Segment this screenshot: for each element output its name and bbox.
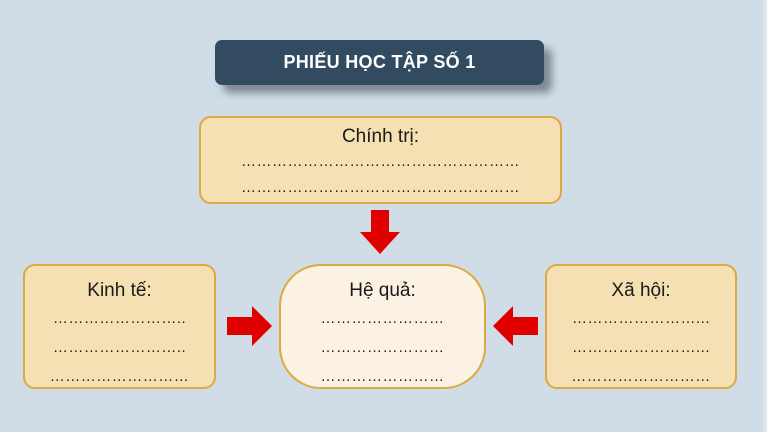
- arrow-left-icon: [493, 306, 538, 346]
- box-xa-hoi: Xã hội: ……………………... ……………………... ………………………: [545, 264, 737, 389]
- fill-line: ………………………………………………: [241, 153, 520, 170]
- box-label: Xã hội:: [611, 280, 671, 301]
- slide-edge: [763, 0, 767, 432]
- fill-line: ……………………: [320, 310, 445, 327]
- fill-line: ……………………: [320, 368, 445, 385]
- fill-line: ……………………..: [52, 339, 187, 356]
- fill-line: ……………………: [320, 339, 445, 356]
- arrow-down-icon: [360, 210, 400, 254]
- box-label: Kinh tế:: [87, 280, 152, 301]
- worksheet-title: PHIẾU HỌC TẬP SỐ 1: [215, 40, 544, 85]
- fill-line: ……………………...: [571, 310, 710, 327]
- fill-line: ………………………: [49, 368, 190, 385]
- box-kinh-te: Kinh tế: …………………….. …………………….. ………………………: [23, 264, 216, 389]
- box-label: Hệ quả:: [349, 280, 416, 301]
- arrow-right-icon: [227, 306, 272, 346]
- box-chinh-tri: Chính trị: ……………………………………………… ……………………………: [199, 116, 562, 204]
- box-he-qua: Hệ quả: …………………… …………………… ……………………: [279, 264, 486, 389]
- fill-line: ………………………: [571, 368, 711, 385]
- fill-line: ……………………...: [571, 339, 710, 356]
- fill-line: ………………………………………………: [241, 179, 520, 196]
- fill-line: ……………………..: [52, 310, 187, 327]
- box-label: Chính trị:: [341, 126, 420, 147]
